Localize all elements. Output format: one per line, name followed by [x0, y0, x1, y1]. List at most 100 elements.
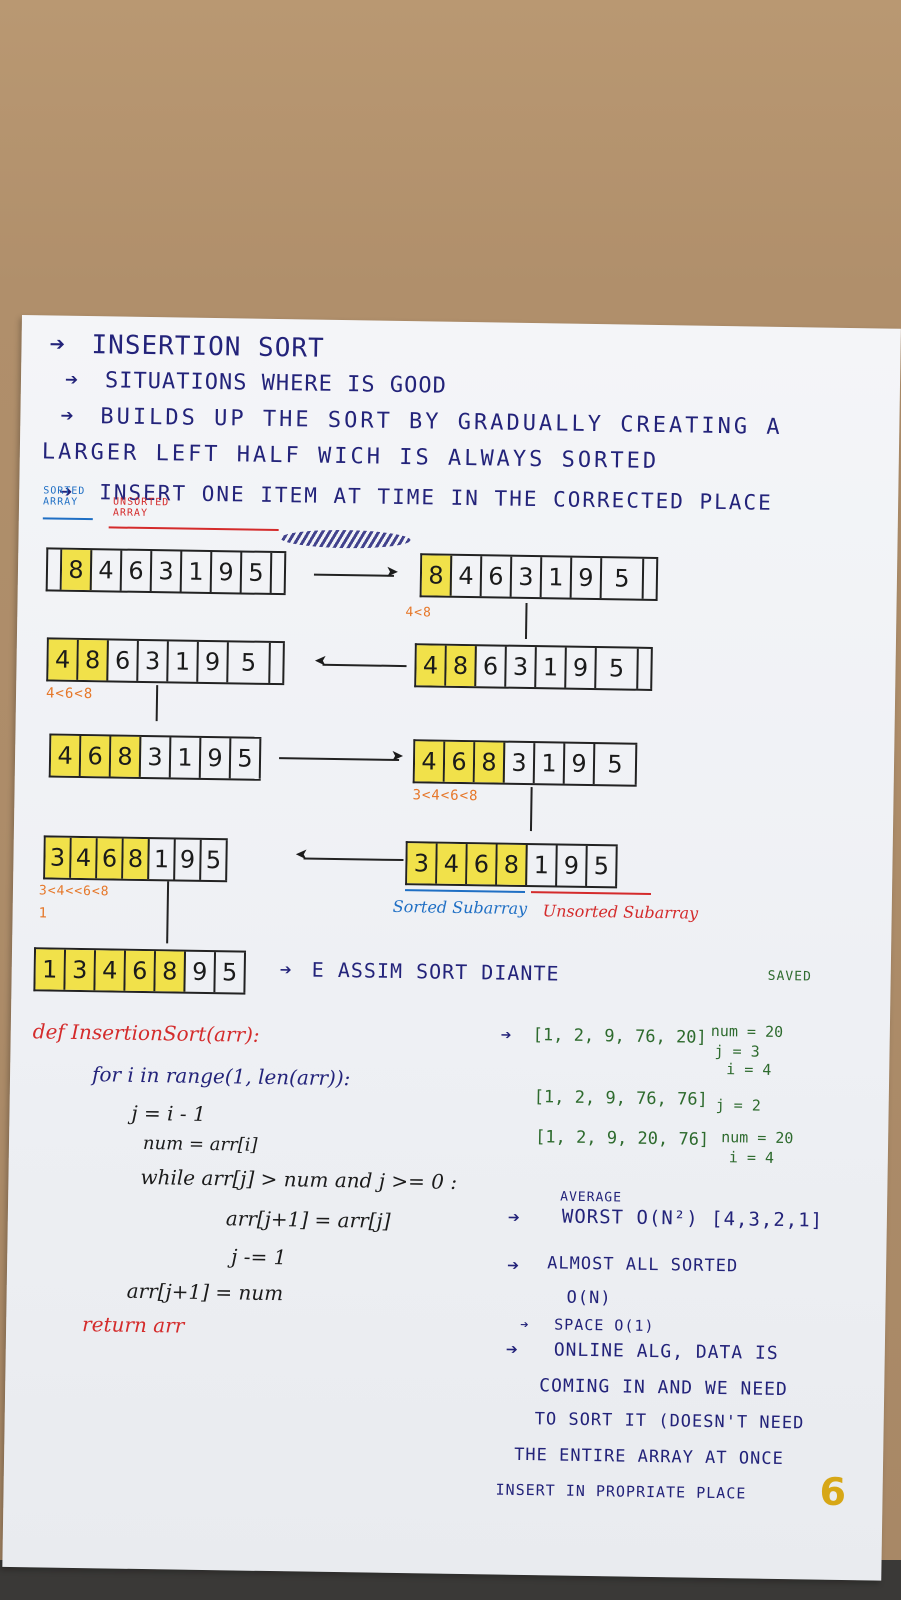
arrow-down: [529, 787, 533, 832]
array-cell: 8: [474, 742, 506, 783]
array-cell: 9: [557, 845, 588, 886]
array-cell: 5: [215, 952, 247, 993]
array-cell: 6: [476, 646, 507, 687]
code-shift-line: arr[j+1] = arr[j]: [225, 1206, 391, 1233]
array-cell: 9: [200, 737, 232, 779]
comparison-note: 4<6<8: [45, 685, 94, 703]
page-title: INSERTION SORT: [91, 330, 325, 364]
array-cell: 9: [175, 839, 202, 880]
online-line: THE ENTIRE ARRAY AT ONCE: [513, 1444, 784, 1470]
array-r1-right: 8 4 6 3 1 9 5: [419, 553, 659, 602]
unsorted-subarray-bracket: [530, 891, 651, 895]
array-cell: 6: [80, 735, 112, 777]
online-arrow-icon: ➔: [505, 1336, 520, 1361]
array-cell: 8: [61, 549, 93, 591]
arrow-right: [313, 573, 394, 577]
trace-row-3: [1, 2, 9, 20, 76]: [534, 1127, 710, 1150]
array-cell: 6: [444, 741, 476, 783]
array-cell: 4: [48, 639, 79, 680]
array-cell: [270, 642, 285, 684]
trace-var: i = 4: [726, 1060, 772, 1079]
comparison-note: 3<4<6<8: [412, 787, 479, 805]
code-decrement-line: j -= 1: [231, 1244, 287, 1270]
array-cell: 1: [35, 949, 67, 990]
diagram-note: E ASSIM SORT DIANTE: [311, 957, 560, 986]
array-cell: 6: [467, 844, 498, 885]
sorted-subarray-label: Sorted Subarray: [392, 896, 528, 919]
array-r2-left: 4 8 6 3 1 9 5: [46, 637, 285, 686]
array-cell: 1: [168, 641, 199, 682]
array-r3-left: 4 6 8 3 1 9 5: [48, 733, 262, 781]
trace-var: j = 3: [714, 1041, 760, 1061]
array-cell: 6: [97, 838, 124, 879]
array-cell: 5: [596, 648, 639, 689]
array-cell: 4: [50, 735, 82, 776]
array-cell: 1: [170, 737, 202, 778]
array-cell: 8: [123, 838, 150, 880]
sorted-subarray-bracket: [404, 889, 526, 893]
array-cell: 1: [536, 647, 567, 688]
array-cell: [271, 552, 287, 594]
array-cell: 6: [108, 640, 139, 681]
arrow-down: [524, 602, 528, 639]
array-cell: 1: [534, 743, 566, 784]
array-cell: 6: [121, 550, 153, 592]
array-cell: 6: [481, 556, 513, 597]
array-cell: 3: [504, 742, 536, 784]
array-cell: 4: [451, 555, 483, 597]
arrow-head-icon: ➤: [312, 649, 328, 675]
code-while-line: while arr[j] > num and j >= 0 :: [140, 1164, 458, 1194]
array-cell: 1: [181, 551, 213, 593]
arrow-down: [155, 685, 159, 722]
array-cell: [47, 549, 63, 590]
array-cell: 3: [407, 843, 438, 884]
trace-arrow-icon: ➔: [500, 1024, 513, 1046]
arrow-head-icon: ➤: [385, 560, 401, 586]
array-cell: 3: [140, 736, 172, 778]
array-cell: 5: [201, 839, 228, 881]
array-cell: 8: [110, 736, 142, 777]
complexity-arrow-icon: ➔: [506, 1252, 521, 1277]
bullet-builds-cont: LARGER LEFT HALF WICH IS ALWAYS SORTED: [41, 439, 660, 475]
unsorted-array-bracket: [108, 526, 279, 532]
code-assign-line: arr[j+1] = num: [126, 1278, 284, 1306]
array-cell: 1: [149, 839, 176, 880]
array-cell: 9: [185, 951, 217, 993]
online-line: COMING IN AND WE NEED: [539, 1375, 788, 1401]
code-num-init: num = arr[i]: [142, 1133, 258, 1156]
array-r4-left: 3 4 6 8 1 9 5: [43, 835, 228, 883]
array-cell: 8: [497, 844, 528, 886]
unsorted-array-label: UNSORTED ARRAY: [112, 496, 170, 520]
arrow-head-icon: ➤: [390, 744, 406, 771]
complexity-average: AVERAGE: [560, 1189, 623, 1206]
array-r4-right: 3 4 6 8 1 9 5: [405, 841, 618, 889]
online-line: TO SORT IT (DOESN'T NEED: [534, 1409, 805, 1434]
array-cell: 5: [241, 552, 273, 593]
online-line: ONLINE ALG, DATA IS: [553, 1339, 779, 1365]
trace-var: j = 2: [715, 1095, 761, 1115]
array-r1-left: 8 4 6 3 1 9 5: [45, 547, 287, 596]
array-cell: 4: [437, 843, 468, 885]
array-cell: 3: [151, 551, 183, 592]
arrow-left: [303, 857, 404, 862]
array-cell: 5: [587, 845, 618, 887]
bullet-builds: BUILDS UP THE SORT BY GRADUALLY CREATING…: [100, 404, 783, 440]
array-cell: 5: [228, 642, 271, 683]
note-arrow-icon: ➔: [279, 957, 293, 982]
array-cell: 5: [601, 558, 645, 599]
complexity-almost-sorted: ALMOST ALL SORTED: [547, 1253, 739, 1277]
array-cell: 3: [138, 640, 169, 682]
array-cell: [638, 648, 653, 689]
code-def-line: def InsertionSort(arr):: [32, 1019, 260, 1047]
array-r2-right: 4 8 6 3 1 9 5: [414, 643, 653, 691]
array-cell: 9: [566, 647, 597, 689]
array-cell: 4: [95, 950, 127, 991]
comparison-note: 4<8: [405, 605, 432, 621]
array-cell: 1: [541, 557, 573, 598]
title-arrow: ➔: [49, 329, 67, 360]
array-cell: 9: [571, 557, 603, 599]
complexity-on: O(N): [566, 1287, 612, 1309]
array-cell: 9: [211, 552, 243, 593]
array-cell: 5: [594, 744, 638, 785]
sorted-array-bracket: [42, 517, 93, 521]
